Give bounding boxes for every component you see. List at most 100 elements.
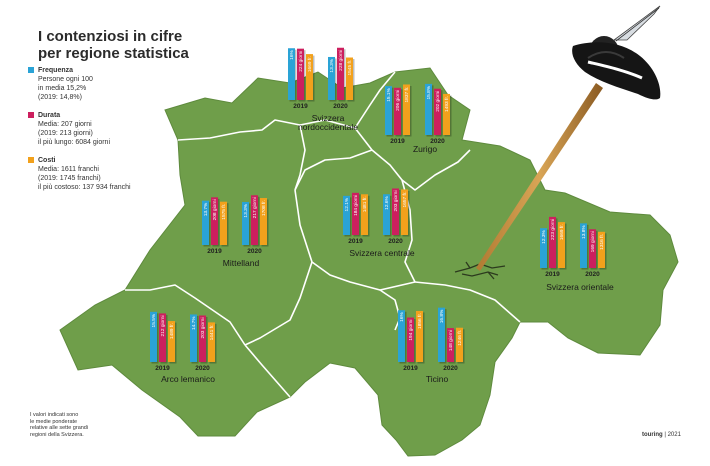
bar-value-label: 217 giorni bbox=[252, 197, 258, 218]
footnote-line: le medie ponderate bbox=[30, 418, 78, 425]
region-borders bbox=[125, 71, 521, 398]
region-label: nordoccidentale bbox=[298, 122, 358, 132]
legend-line: in media 15,2% bbox=[38, 85, 87, 92]
bar-value-label: 203 giorni bbox=[393, 190, 399, 211]
bar bbox=[260, 198, 267, 245]
year-label: 2019 bbox=[403, 365, 418, 372]
year-label: 2019 bbox=[390, 138, 405, 145]
legend-line: Media: 207 giorni bbox=[38, 121, 92, 128]
legend-line: Media: 1611 franchi bbox=[38, 166, 99, 173]
footnote: I valori indicati sono le medie ponderat… bbox=[30, 412, 120, 438]
bar bbox=[251, 195, 258, 245]
bar bbox=[456, 327, 463, 362]
legend-label: Costi bbox=[38, 157, 56, 164]
bar bbox=[416, 310, 423, 362]
region-label: Mittelland bbox=[223, 258, 260, 268]
brand-name: touring bbox=[642, 432, 663, 438]
bar bbox=[434, 88, 441, 135]
bar bbox=[159, 313, 166, 362]
year-label: 2020 bbox=[585, 271, 600, 278]
bar-value-label: 194 giorni bbox=[408, 320, 414, 341]
bar-value-label: 1657 fr. bbox=[402, 191, 408, 207]
footnote-line: regioni della Svizzera. bbox=[30, 431, 84, 438]
bar-value-label: 169 giorni bbox=[590, 231, 596, 252]
hat-stick bbox=[476, 83, 603, 271]
brand-year: 2021 bbox=[667, 432, 681, 438]
bar-value-label: 12.3% bbox=[541, 229, 547, 243]
bar-value-label: 208 giorni bbox=[212, 199, 218, 220]
bar bbox=[190, 314, 197, 362]
bar-value-label: 1246 fr. bbox=[457, 330, 463, 346]
chart-title: I contenziosi in cifre per regione stati… bbox=[38, 28, 189, 62]
region-label: Ticino bbox=[426, 374, 449, 384]
legend-swatch-costi bbox=[28, 157, 34, 163]
bar bbox=[394, 87, 401, 135]
bar bbox=[306, 54, 313, 100]
bar bbox=[343, 195, 350, 235]
bar bbox=[337, 47, 344, 100]
bar bbox=[443, 93, 450, 135]
year-label: 2020 bbox=[247, 248, 262, 255]
bar-value-label: 15.1% bbox=[386, 87, 392, 101]
bar bbox=[168, 321, 175, 362]
bar bbox=[598, 231, 605, 268]
bar bbox=[392, 188, 399, 235]
bar-value-label: 1575 fr. bbox=[221, 204, 227, 220]
bar-value-label: 12.6% bbox=[384, 196, 390, 210]
legend: Frequenza Persone ogni 100 in media 15,2… bbox=[28, 66, 168, 201]
bar-value-label: 224 giorni bbox=[298, 51, 304, 72]
bar bbox=[398, 310, 405, 362]
year-label: 2019 bbox=[293, 103, 308, 110]
year-label: 2019 bbox=[155, 365, 170, 372]
region-label: Arco lemanico bbox=[161, 374, 215, 384]
legend-item-frequenza: Frequenza Persone ogni 100 in media 15,2… bbox=[28, 66, 168, 102]
bar-value-label: 1669 fr. bbox=[559, 224, 565, 240]
region-label: Zurigo bbox=[413, 144, 437, 154]
brand-separator: | bbox=[664, 432, 668, 438]
bar bbox=[208, 322, 215, 362]
legend-line: il più lungo: 6084 giorni bbox=[38, 139, 110, 146]
bar bbox=[549, 216, 556, 268]
bar bbox=[403, 84, 410, 135]
bar-value-label: 1441 fr. bbox=[209, 324, 215, 340]
legend-swatch-durata bbox=[28, 112, 34, 118]
bar-value-label: 1856 fr. bbox=[417, 313, 423, 329]
bar-value-label: 16.8% bbox=[439, 309, 445, 323]
year-label: 2020 bbox=[430, 138, 445, 145]
bar bbox=[352, 192, 359, 235]
bar bbox=[589, 229, 596, 268]
bar-value-label: 202 giorni bbox=[435, 91, 441, 112]
year-label: 2020 bbox=[388, 238, 403, 245]
legend-item-costi: Costi Media: 1611 franchi (2019: 1745 fr… bbox=[28, 156, 168, 192]
bar-value-label: 1493 fr. bbox=[444, 96, 450, 112]
bar-value-label: 228 giorni bbox=[338, 50, 344, 71]
bar bbox=[558, 222, 565, 268]
footnote-line: relative alle sette grandi bbox=[30, 425, 89, 431]
footnote-line: I valori indicati sono bbox=[30, 412, 79, 418]
legend-item-durata: Durata Media: 207 giorni (2019: 213 gior… bbox=[28, 111, 168, 147]
bar-value-label: 13.3% bbox=[243, 203, 249, 217]
bar-value-label: 148 giorni bbox=[448, 330, 454, 351]
region-label: Svizzera bbox=[312, 113, 345, 123]
bar-value-label: 16% bbox=[399, 312, 405, 322]
bar-value-label: 15.5% bbox=[151, 313, 157, 327]
bar bbox=[361, 194, 368, 235]
bar-value-label: 1837 fr. bbox=[404, 86, 410, 102]
region-label: Svizzera centrale bbox=[349, 248, 414, 258]
bar-value-label: 184 giorni bbox=[353, 195, 359, 216]
bar bbox=[385, 86, 392, 135]
region-label: Svizzera orientale bbox=[546, 282, 614, 292]
bar bbox=[150, 311, 157, 362]
bar bbox=[540, 228, 547, 268]
bar bbox=[447, 328, 454, 362]
bar bbox=[199, 315, 206, 362]
bar bbox=[346, 57, 353, 100]
